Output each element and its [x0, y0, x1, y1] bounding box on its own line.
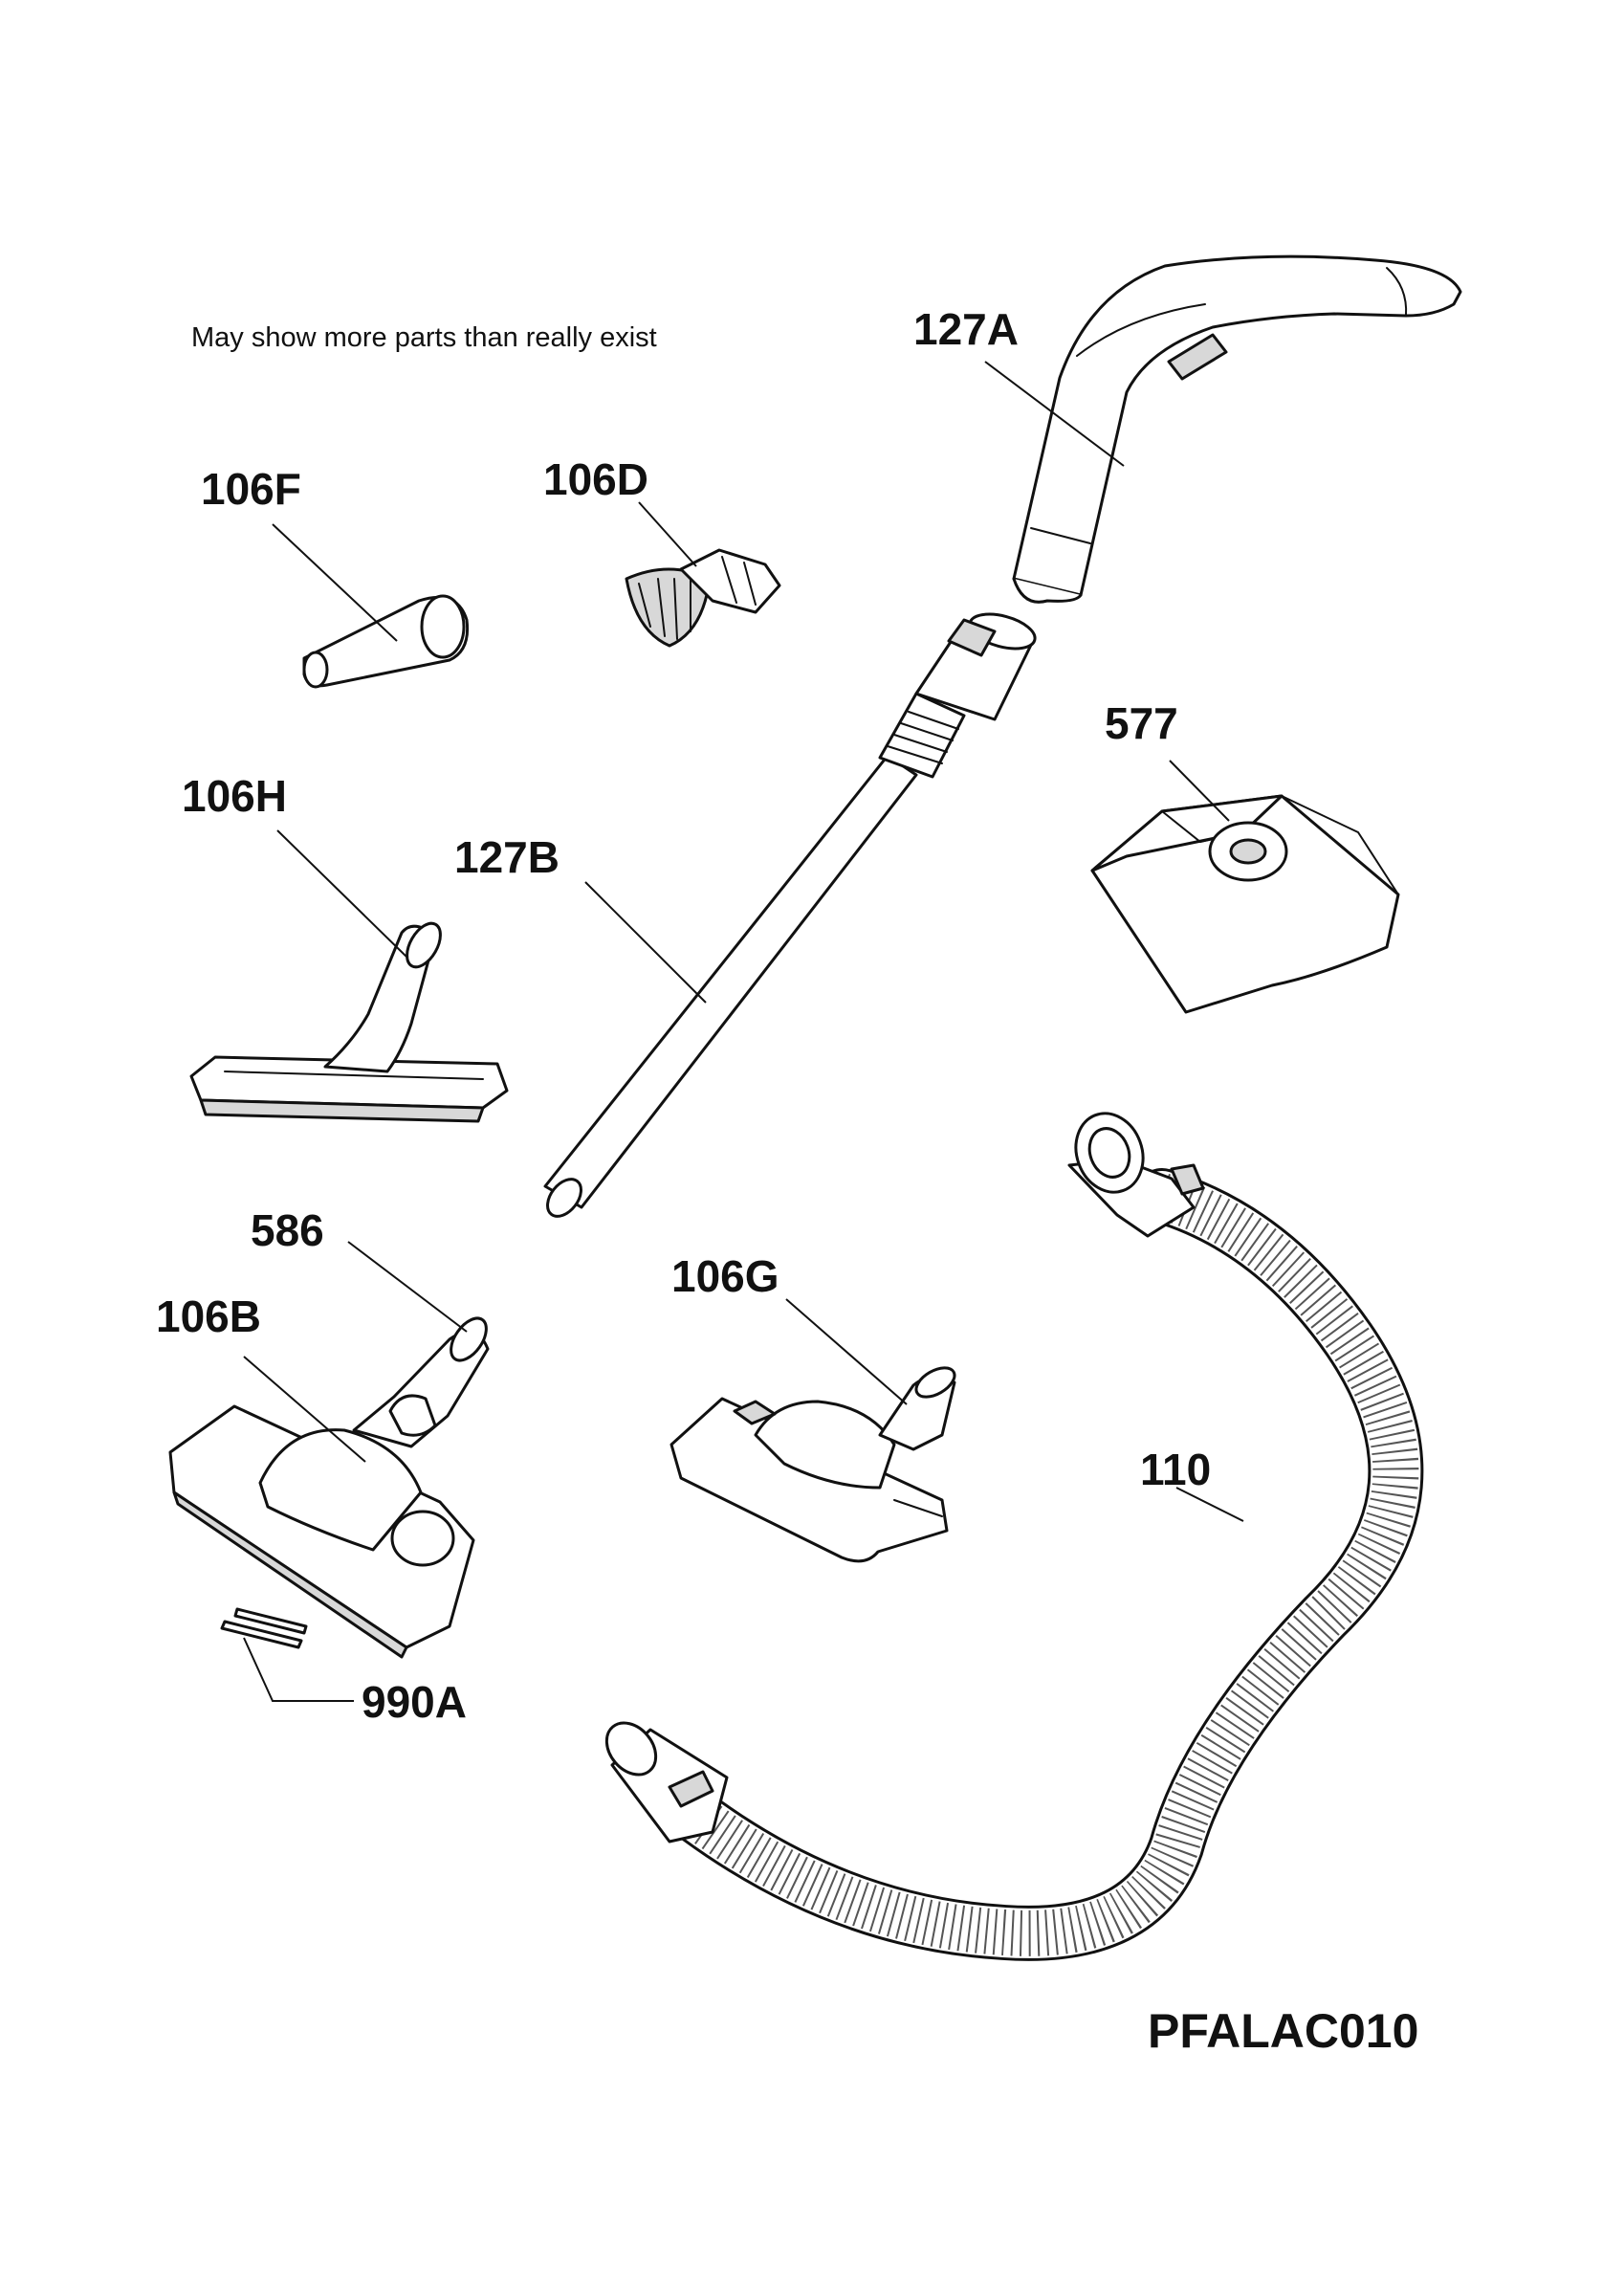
part-handle-tube-drawing [1012, 254, 1462, 604]
label-106G: 106G [671, 1251, 779, 1301]
label-106F: 106F [201, 464, 301, 514]
drawing-code: PFALAC010 [1148, 2004, 1418, 2058]
part-turbo-nozzle-drawing [669, 1366, 956, 1563]
part-dust-bag-drawing [1090, 794, 1400, 1014]
part-crevice-nozzle-drawing [302, 594, 470, 689]
label-990A: 990A [362, 1677, 467, 1727]
label-106D: 106D [543, 454, 648, 504]
part-nozzle-connector-drawing [388, 1394, 437, 1437]
part-brush-strips-drawing [220, 1607, 308, 1649]
label-127A: 127A [913, 304, 1019, 354]
label-106B: 106B [156, 1292, 261, 1341]
part-dusting-brush-drawing [625, 548, 781, 648]
label-577: 577 [1105, 698, 1178, 748]
disclaimer-note: May show more parts than really exist [191, 322, 657, 353]
label-110: 110 [1140, 1445, 1211, 1494]
label-127B: 127B [454, 832, 560, 882]
label-586: 586 [251, 1205, 324, 1255]
part-suction-hose-drawing [604, 1112, 1424, 1961]
part-combination-nozzle-drawing [168, 1316, 490, 1659]
part-telescopic-tube-drawing [543, 612, 1037, 1218]
part-hard-floor-nozzle-drawing [189, 921, 509, 1123]
label-106H: 106H [182, 771, 287, 821]
